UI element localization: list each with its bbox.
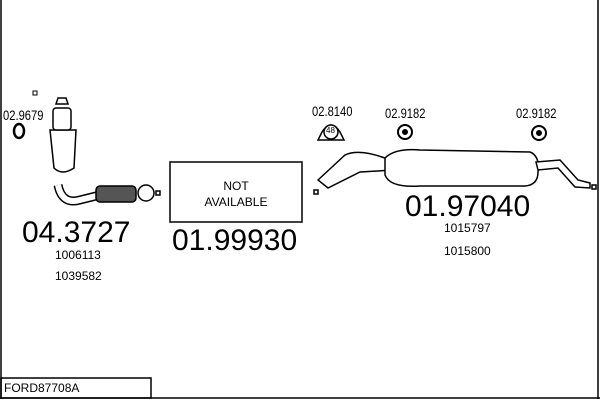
- not-available-box: [169, 161, 303, 223]
- part-code-middle[interactable]: 01.99930: [172, 224, 298, 257]
- part-code-hanger[interactable]: 02.9182: [385, 105, 426, 121]
- rear-silencer-icon: [313, 148, 597, 195]
- part-code-clamp[interactable]: 02.8140: [312, 103, 353, 119]
- diagram-id-box: [0, 377, 152, 399]
- oe-ref: 1006113: [55, 248, 101, 262]
- clamp-size: 48: [326, 126, 335, 135]
- oe-ref: 1015797: [444, 221, 491, 235]
- diagram-id: FORD87708A: [4, 381, 80, 395]
- oe-ref: 1039582: [55, 269, 102, 283]
- hanger-icon: [397, 124, 547, 141]
- part-code-rear-silencer[interactable]: 01.97040: [405, 190, 531, 223]
- clamp-icon: [316, 124, 346, 141]
- oe-ref: 1015800: [444, 244, 491, 258]
- part-code-hanger[interactable]: 02.9182: [516, 105, 557, 121]
- catalytic-converter-icon: [49, 97, 161, 206]
- part-code-catalyst[interactable]: 04.3727: [22, 216, 131, 249]
- part-code-gasket[interactable]: 02.9679: [3, 107, 44, 123]
- not-available-label: NOT AVAILABLE: [204, 179, 268, 209]
- gasket-icon: [12, 90, 38, 140]
